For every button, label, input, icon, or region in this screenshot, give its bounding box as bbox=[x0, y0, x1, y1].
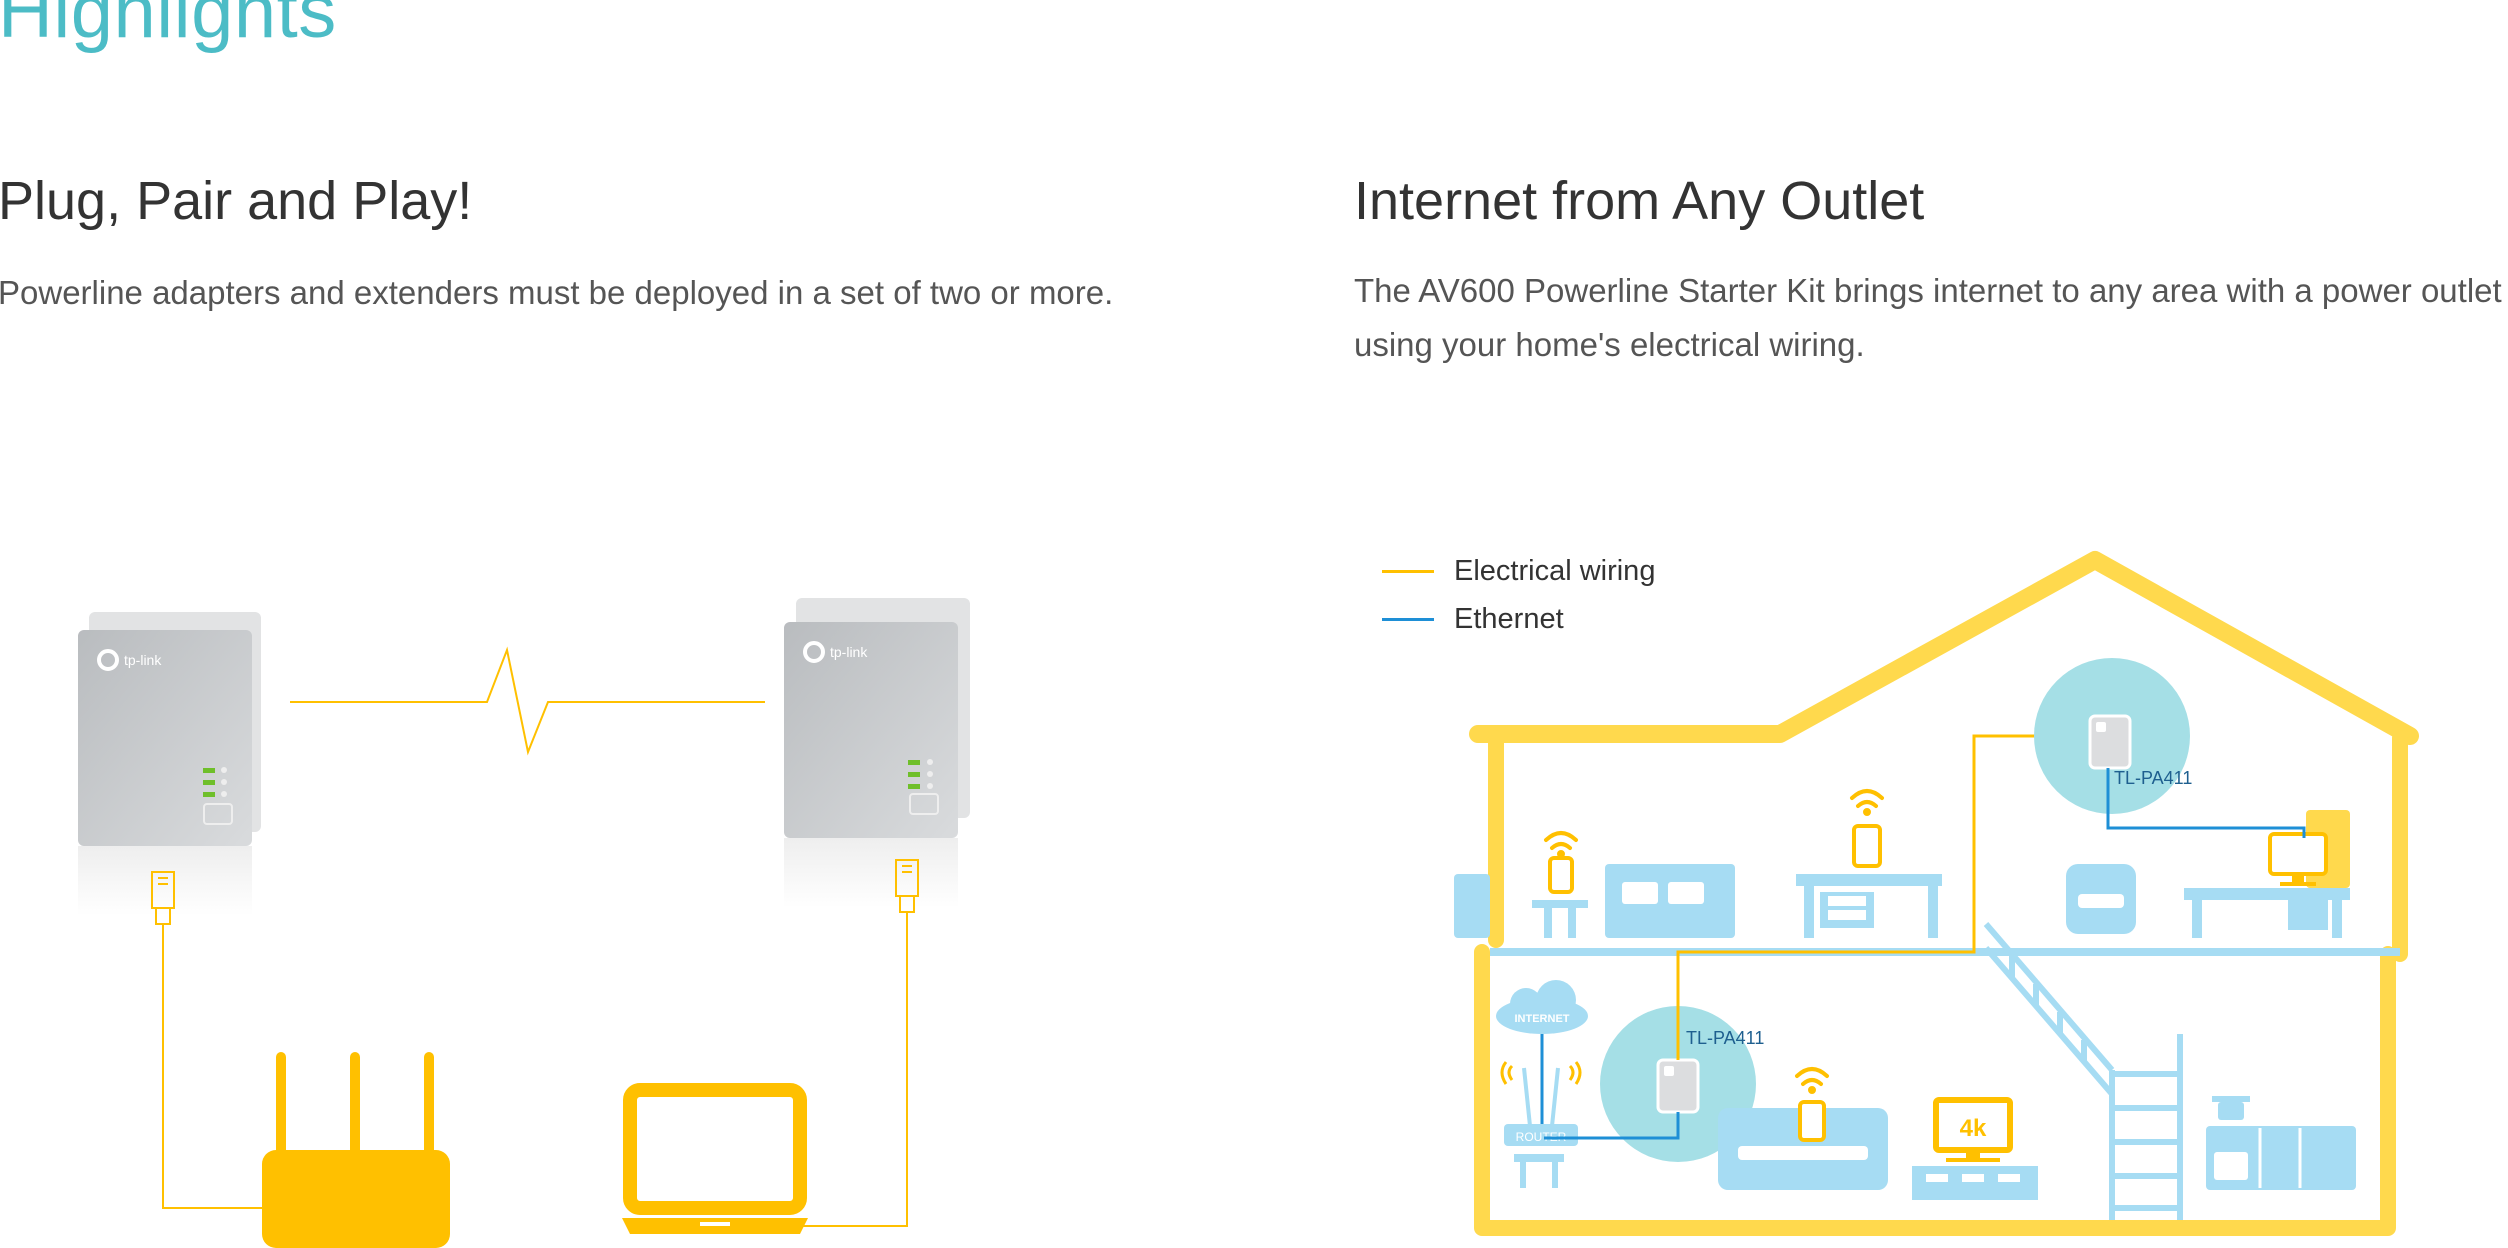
adapter-label-downstairs: TL-PA411 bbox=[1686, 1028, 1764, 1048]
tp-link-logo-icon: tp-link bbox=[803, 641, 868, 663]
section-text-internet-any-outlet: The AV600 Powerline Starter Kit brings i… bbox=[1354, 272, 2502, 363]
brand-label: tp-link bbox=[830, 644, 868, 660]
desktop-computer-icon bbox=[2268, 810, 2350, 888]
tp-link-logo-icon: tp-link bbox=[97, 649, 162, 671]
tv-stand-furniture bbox=[1912, 1166, 2038, 1200]
tablet-icon bbox=[1852, 824, 1882, 868]
section-text-plug-pair-play: Powerline adapters and extenders must be… bbox=[0, 274, 1114, 311]
legend-electrical-label: Electrical wiring bbox=[1454, 555, 1656, 587]
powerline-adapter-downstairs-icon bbox=[1656, 1058, 1700, 1114]
internet-cloud-icon: INTERNET bbox=[1496, 980, 1588, 1034]
ethernet-cable-laptop bbox=[800, 912, 908, 1227]
router-icon bbox=[262, 1052, 450, 1248]
powerline-adapter-upstairs-icon bbox=[2088, 714, 2132, 770]
staircase bbox=[1983, 922, 2183, 1220]
legend-electrical-swatch bbox=[1382, 570, 1434, 573]
wifi-icon bbox=[1850, 789, 1884, 816]
tv-icon: 4k bbox=[1933, 1097, 2013, 1162]
legend-ethernet: Ethernet bbox=[1382, 603, 1564, 636]
powerline-adapter-right: tp-link bbox=[784, 598, 970, 908]
legend-ethernet-label: Ethernet bbox=[1454, 603, 1564, 635]
phone-icon bbox=[1798, 1100, 1826, 1142]
wifi-icon bbox=[1500, 1061, 1582, 1085]
phone-icon bbox=[1548, 856, 1574, 894]
router-icon: ROUTER bbox=[1504, 1067, 1578, 1188]
router-label: ROUTER bbox=[1516, 1130, 1567, 1144]
legend-electrical: Electrical wiring bbox=[1382, 555, 1655, 588]
house-outline bbox=[1469, 551, 2419, 1236]
adapter-label-upstairs: TL-PA411 bbox=[2114, 768, 2192, 788]
wifi-icon bbox=[1795, 1067, 1829, 1094]
desk-furniture bbox=[1796, 874, 1942, 938]
plug-pair-play-illustration: tp-link tp-link bbox=[78, 598, 970, 1248]
internet-label: INTERNET bbox=[1515, 1013, 1570, 1025]
ethernet-line-downstairs bbox=[1544, 1112, 1680, 1140]
section-title-internet-any-outlet: Internet from Any Outlet bbox=[1354, 171, 1925, 231]
ethernet-plug-icon bbox=[895, 859, 919, 913]
ethernet-cable-router bbox=[162, 924, 262, 1209]
ethernet-line-upstairs bbox=[2106, 768, 2306, 838]
tv-label: 4k bbox=[1960, 1115, 1987, 1142]
wifi-icon bbox=[1544, 831, 1578, 858]
laptop-icon bbox=[622, 1083, 808, 1234]
brand-label: tp-link bbox=[124, 652, 162, 668]
powerline-adapter-left: tp-link bbox=[78, 612, 261, 916]
computer-desk-furniture bbox=[2184, 888, 2350, 938]
section-title-plug-pair-play: Plug, Pair and Play! bbox=[0, 171, 473, 231]
powerline-signal-line bbox=[290, 646, 765, 756]
electrical-line-floors bbox=[1676, 734, 2098, 1060]
page-title: Highlights bbox=[0, 0, 337, 54]
legend-ethernet-swatch bbox=[1382, 618, 1434, 621]
house-network-diagram: INTERNET ROUTER TL-PA411 TL-PA411 bbox=[1454, 551, 2419, 1236]
